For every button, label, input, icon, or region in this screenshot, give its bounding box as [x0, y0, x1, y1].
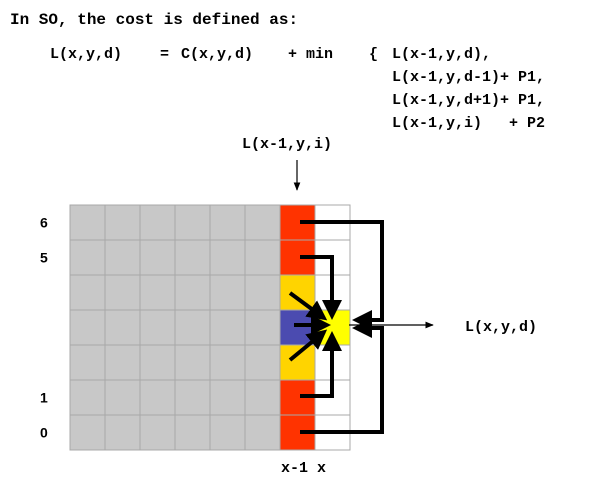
grid-cell: [244, 204, 281, 241]
grid-cell: [209, 344, 246, 381]
grid-cell: [139, 239, 176, 276]
grid-cell: [104, 274, 141, 311]
formula-term-1: L(x-1,y,d),: [392, 46, 491, 63]
cost-arrows: [288, 220, 384, 434]
grid-cell: [244, 344, 281, 381]
grid-cell: [174, 274, 211, 311]
disparity-grid: [69, 204, 351, 451]
grid-cell: [174, 414, 211, 451]
grid-cell: [139, 274, 176, 311]
top-label: L(x-1,y,i): [242, 136, 332, 153]
right-label: L(x,y,d): [465, 319, 537, 336]
grid-cell: [69, 309, 106, 346]
formula-brace: {: [369, 46, 378, 63]
grid-cell: [174, 309, 211, 346]
grid-cell: [69, 414, 106, 451]
grid-cell: [174, 344, 211, 381]
grid-cell: [174, 239, 211, 276]
cell-x-minus-1: [279, 274, 316, 311]
row-label: 0: [40, 425, 48, 441]
arrow-yellow-upper: [288, 291, 328, 321]
formula-equals: =: [160, 46, 169, 63]
grid-cell: [209, 204, 246, 241]
grid-cell: [244, 309, 281, 346]
grid-cell: [104, 344, 141, 381]
grid-cell: [139, 344, 176, 381]
grid-cell: [104, 379, 141, 416]
formula-term-4: L(x-1,y,i) + P2: [392, 115, 545, 132]
cell-x-minus-1: [279, 344, 316, 381]
formula-cost: C(x,y,d): [181, 46, 253, 63]
grid-cell: [209, 309, 246, 346]
arrow-yellow-lower: [288, 329, 328, 362]
intro-text: In SO, the cost is defined as:: [10, 11, 298, 29]
row-label: 5: [40, 250, 48, 266]
formula-lhs: L(x,y,d): [50, 46, 122, 63]
grid-cell: [69, 204, 106, 241]
arrow-row5: [300, 255, 342, 320]
grid-cell: [209, 414, 246, 451]
formula-plus: +: [288, 46, 297, 63]
arrow-row1: [300, 331, 342, 398]
grid-cell: [139, 309, 176, 346]
formula: L(x,y,d) = C(x,y,d) + min { L(x-1,y,d), …: [50, 46, 545, 132]
grid-cell: [244, 379, 281, 416]
grid-cell: [69, 379, 106, 416]
grid-cell: [104, 204, 141, 241]
grid-cell: [69, 344, 106, 381]
row-label: 1: [40, 390, 48, 406]
row-labels: 6 5 1 0: [40, 215, 48, 441]
formula-term-2: L(x-1,y,d-1)+ P1,: [392, 69, 545, 86]
grid-cell: [174, 379, 211, 416]
grid-cell: [69, 239, 106, 276]
grid-cell: [209, 239, 246, 276]
grid-cell: [104, 239, 141, 276]
grid-cell: [139, 204, 176, 241]
grid-cell: [139, 379, 176, 416]
grid-cell: [174, 204, 211, 241]
grid-cell: [244, 239, 281, 276]
grid-cell: [244, 414, 281, 451]
arrow-row0: [300, 318, 384, 434]
cell-x-minus-1: [279, 309, 316, 346]
grid-cell: [69, 274, 106, 311]
grid-cell: [209, 274, 246, 311]
grid-cell: [139, 414, 176, 451]
formula-term-3: L(x-1,y,d+1)+ P1,: [392, 92, 545, 109]
formula-min: min: [306, 46, 333, 63]
grid-cell: [209, 379, 246, 416]
grid-cell: [104, 414, 141, 451]
grid-cell: [104, 309, 141, 346]
column-labels: x-1 x: [281, 460, 326, 477]
row-label: 6: [40, 215, 48, 231]
grid-cell: [244, 274, 281, 311]
